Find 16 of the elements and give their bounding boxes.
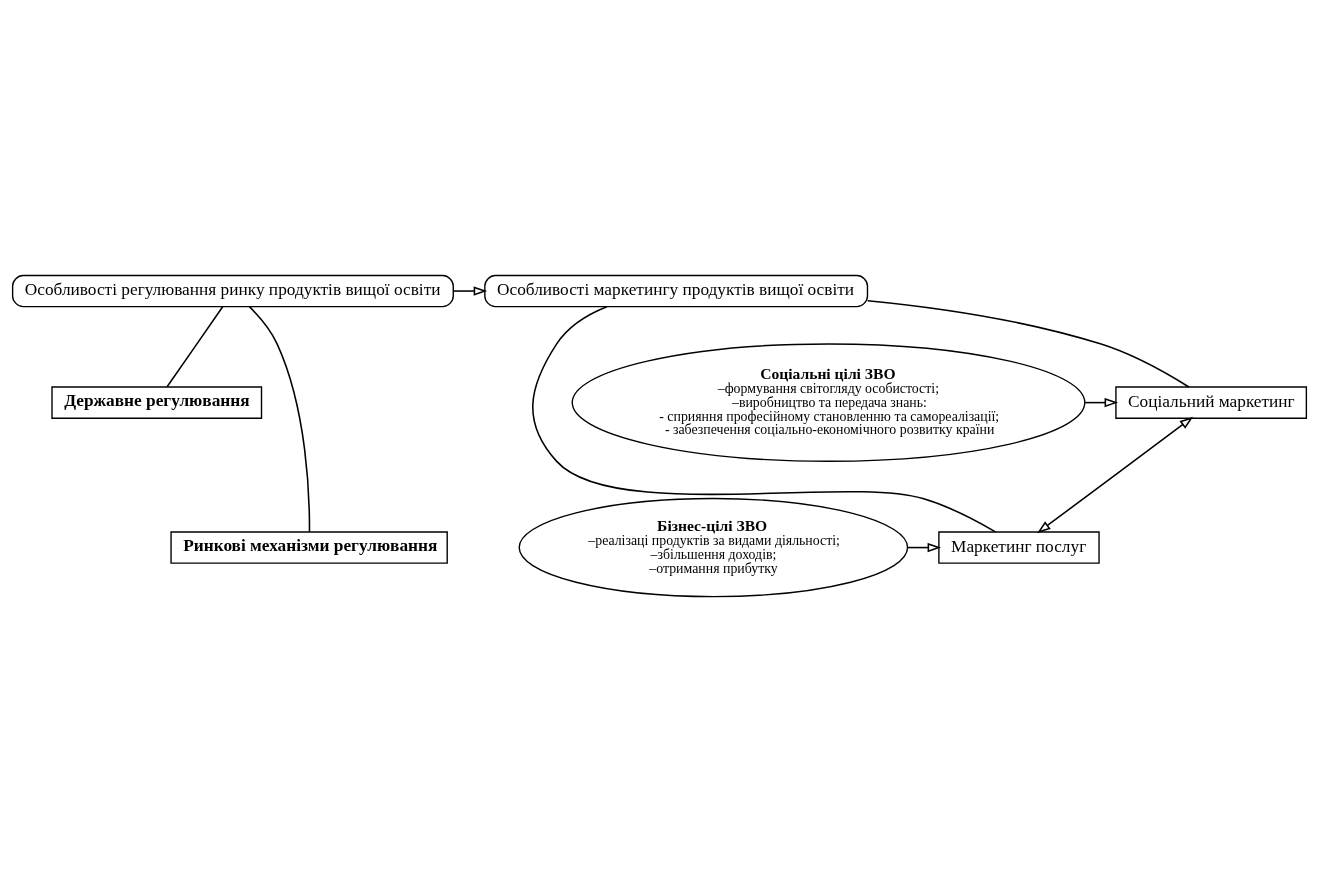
arrow <box>452 286 488 296</box>
connector <box>166 305 224 388</box>
arrow <box>1084 397 1119 408</box>
connector <box>248 305 311 533</box>
node-box: Ринкові механізми регулювання <box>170 531 448 564</box>
node-ellipse: Соціальні цілі ЗВО –формування світогляду особистості; –виробництво та передача знань: - сприяння професійному становленню та самореалізації; - забезпечення соціально-економічного розвитку країни <box>571 343 1086 462</box>
node-box: Особливості регулювання ринку продуктів вищої освіти <box>11 274 454 308</box>
connector <box>532 305 997 533</box>
arrow <box>906 542 942 553</box>
node-ellipse: Бізнес-цілі ЗВО –реалізаці продуктів за видами діяльності; –збільшення доходів; –отримання прибутку <box>518 497 909 598</box>
node-box: Маркетинг послуг <box>938 531 1100 564</box>
node-box: Державне регулювання <box>51 386 263 419</box>
node-box: Особливості маркетингу продуктів вищої освіти <box>484 274 869 308</box>
node-box: Соціальний маркетинг <box>1115 386 1308 419</box>
connector <box>866 299 1190 388</box>
arrow <box>1037 416 1194 534</box>
